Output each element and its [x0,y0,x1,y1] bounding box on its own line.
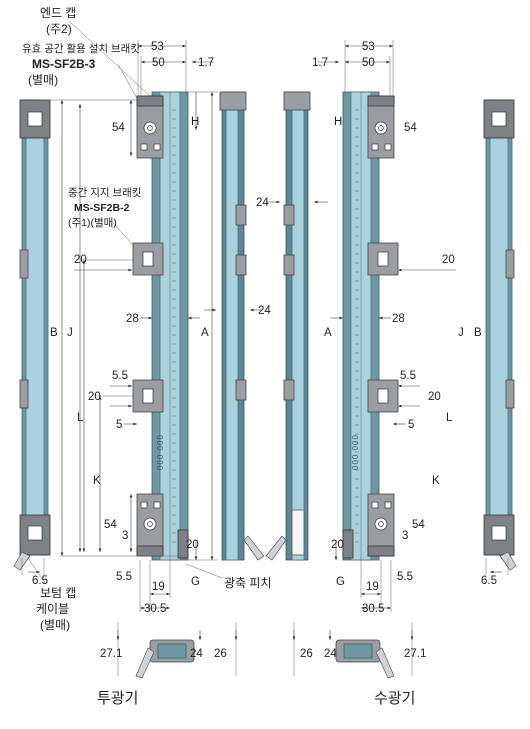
dim-54-top-right: 54 [404,122,417,134]
dim-5-5-mid-left: 5.5 [112,370,128,382]
emitter-bottom-view [117,622,237,679]
dim-L-right: L [446,412,453,424]
receiver-bottom-view [293,622,413,679]
dim-19-right: 19 [366,581,379,593]
dim-26-left: 26 [214,648,227,660]
dim-30-5-left: 30.5 [144,603,166,615]
dim-27-1-right: 27.1 [404,648,426,660]
dim-L-left: L [77,412,84,424]
dim-G-right: G [336,576,345,588]
dim-20-left: 20 [74,254,87,266]
dim-6-5-right: 6.5 [481,575,497,587]
dead-zone-bracket-sold: (별매) [28,73,59,87]
dim-20-bottom-right: 20 [331,539,344,551]
dim-J-right: J [458,327,464,339]
dim-50-right: 50 [362,57,375,69]
receiver-outer-side-view [483,99,517,575]
dim-20-mid-right: 20 [428,391,441,403]
dim-20-bottom-left: 20 [186,539,199,551]
receiver-front-view: 000 000 [342,91,399,561]
dim-28-right: 28 [392,313,405,325]
dim-20-right: 20 [442,254,455,266]
svg-text:000 000: 000 000 [156,434,165,470]
dim-24-lower: 24 [258,305,271,317]
cable-sold-label: (별매) [40,618,71,632]
dim-1-7-left: 1.7 [198,57,214,69]
dim-1-7-right: 1.7 [312,57,328,69]
dim-5-left: 5 [116,419,122,431]
dim-26-right: 26 [300,648,313,660]
dim-50-left: 50 [152,57,165,69]
dim-H-left: H [191,116,199,128]
receiver-side-view [265,91,311,561]
dim-K-right: K [432,475,440,487]
dim-J-left: J [67,327,73,339]
dim-19-left: 19 [152,581,165,593]
dim-54-top-left: 54 [112,122,125,134]
dim-A-left: A [201,327,209,339]
dim-53-left: 53 [151,41,164,53]
emitter-title: 투광기 [97,690,139,707]
dead-zone-bracket-model: MS-SF2B-3 [32,57,96,71]
dim-6-5-left: 6.5 [32,575,48,587]
dim-5-5-bottom-right: 5.5 [397,571,413,583]
dead-zone-bracket-label: 유효 공간 활용 설치 브래킷 [22,43,140,55]
svg-text:000 000: 000 000 [351,434,360,470]
dim-28-left: 28 [126,313,139,325]
dim-H-right: H [334,116,342,128]
intermediate-bracket-model: MS-SF2B-2 [74,202,130,214]
intermediate-bracket-note: (주1)(별매) [68,217,117,229]
dim-24-bv-left: 24 [190,648,203,660]
bottom-cap-label: 보텀 캡 [40,586,77,600]
cable-label: 케이블 [36,602,70,616]
dimension-lines [27,21,502,640]
dim-24-upper: 24 [256,197,269,209]
dim-53-right: 53 [362,41,375,53]
dim-5-5-bottom-left: 5.5 [116,571,132,583]
dim-K-left: K [93,475,101,487]
dim-30-5-right: 30.5 [362,603,384,615]
dimension-text: 53 50 1.7 53 50 1.7 H H 54 54 24 20 20 2… [32,41,497,660]
dim-B-right: B [474,327,482,339]
dim-G-left: G [191,576,200,588]
dim-54-bottom-left: 54 [104,519,117,531]
emitter-side-view [219,91,265,561]
dim-54-bottom-right: 54 [412,519,425,531]
beam-pitch-label: 광축 피치 [224,576,272,590]
end-cap-note: (주2) [46,22,72,36]
dim-20-mid-left: 20 [88,391,101,403]
dim-5-right: 5 [408,419,414,431]
dim-3-left: 3 [122,530,128,542]
dim-B-left: B [50,327,58,339]
dim-A-right: A [324,327,332,339]
intermediate-bracket-label: 중간 지지 브래킷 [68,187,142,199]
dim-5-5-mid-right: 5.5 [400,370,416,382]
dim-24-bv-right: 24 [324,648,337,660]
end-cap-label: 엔드 캡 [40,6,77,20]
receiver-title: 수광기 [374,690,416,707]
dim-27-1-left: 27.1 [100,648,122,660]
emitter-front-view: 000 000 [132,91,189,561]
dim-3-right: 3 [402,530,408,542]
emitter-outer-side-view [13,99,51,575]
